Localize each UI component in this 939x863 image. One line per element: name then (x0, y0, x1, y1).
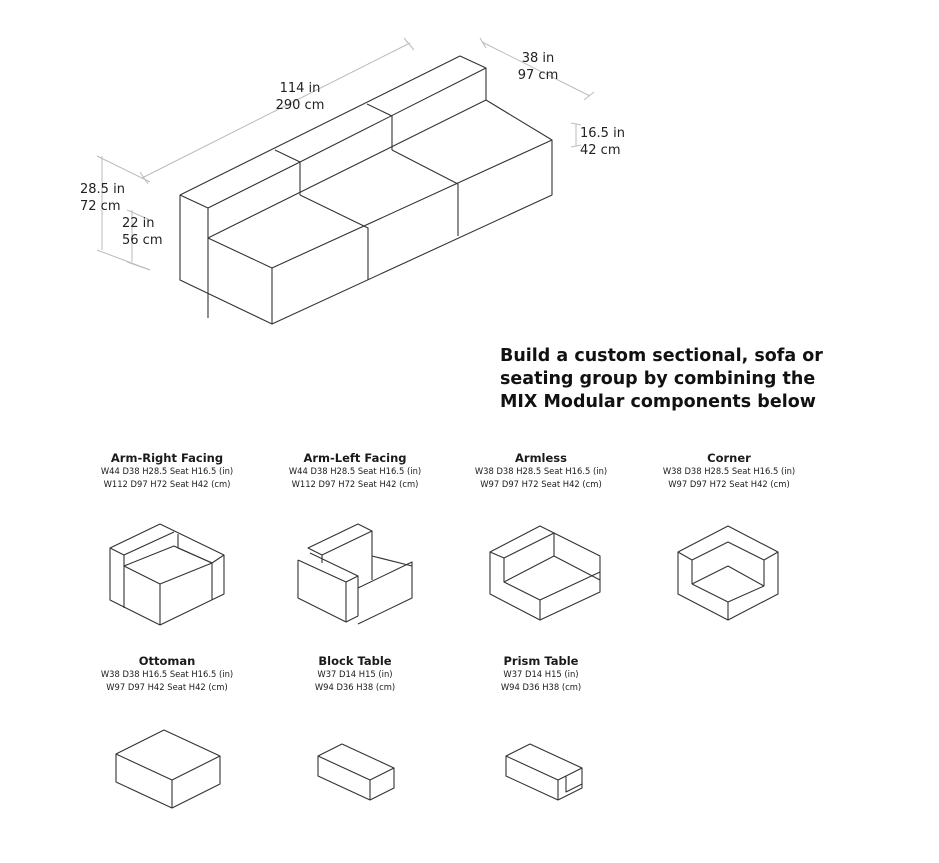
component-spec-in: W37 D14 H15 (in) (503, 669, 579, 679)
component-prism-table: Prism Table W37 D14 H15 (in) W94 D36 H38… (446, 654, 636, 694)
component-block-table: Block Table W37 D14 H15 (in) W94 D36 H38… (260, 654, 450, 694)
arm-height-label: 22 in 56 cm (122, 216, 163, 248)
component-spec-cm: W112 D97 H72 Seat H42 (cm) (103, 479, 231, 489)
component-spec-in: W38 D38 H16.5 Seat H16.5 (in) (100, 669, 234, 679)
component-spec-in: W37 D14 H15 (in) (317, 669, 393, 679)
component-name: Armless (515, 451, 567, 465)
component-name: Prism Table (503, 654, 579, 668)
length-label: 114 in 290 cm (275, 81, 325, 113)
component-spec-cm: W97 D97 H42 Seat H42 (cm) (106, 682, 228, 692)
component-name: Arm-Left Facing (303, 451, 407, 465)
seat-height-label: 16.5 in 42 cm (580, 126, 625, 158)
component-spec-in: W38 D38 H28.5 Seat H16.5 (in) (662, 466, 796, 476)
component-spec-cm: W112 D97 H72 Seat H42 (cm) (291, 479, 419, 489)
component-spec-in: W44 D38 H28.5 Seat H16.5 (in) (100, 466, 234, 476)
component-name: Ottoman (138, 654, 196, 668)
component-arm-right-facing: Arm-Right Facing W44 D38 H28.5 Seat H16.… (72, 451, 262, 491)
component-arm-left-facing: Arm-Left Facing W44 D38 H28.5 Seat H16.5… (260, 451, 450, 491)
component-ottoman: Ottoman W38 D38 H16.5 Seat H16.5 (in) W9… (72, 654, 262, 694)
component-name: Corner (707, 451, 751, 465)
depth-label: 38 in 97 cm (517, 51, 559, 83)
component-spec-in: W44 D38 H28.5 Seat H16.5 (in) (288, 466, 422, 476)
component-spec-cm: W97 D97 H72 Seat H42 (cm) (480, 479, 602, 489)
component-spec-cm: W94 D36 H38 (cm) (314, 682, 396, 692)
component-name: Arm-Right Facing (110, 451, 224, 465)
component-name: Block Table (318, 654, 392, 668)
component-spec-cm: W94 D36 H38 (cm) (500, 682, 582, 692)
component-armless: Armless W38 D38 H28.5 Seat H16.5 (in) W9… (446, 451, 636, 491)
component-spec-cm: W97 D97 H72 Seat H42 (cm) (668, 479, 790, 489)
component-spec-in: W38 D38 H28.5 Seat H16.5 (in) (474, 466, 608, 476)
component-corner: Corner W38 D38 H28.5 Seat H16.5 (in) W97… (634, 451, 824, 491)
back-height-label: 28.5 in 72 cm (80, 182, 125, 214)
headline: Build a custom sectional, sofa or seatin… (500, 346, 823, 412)
